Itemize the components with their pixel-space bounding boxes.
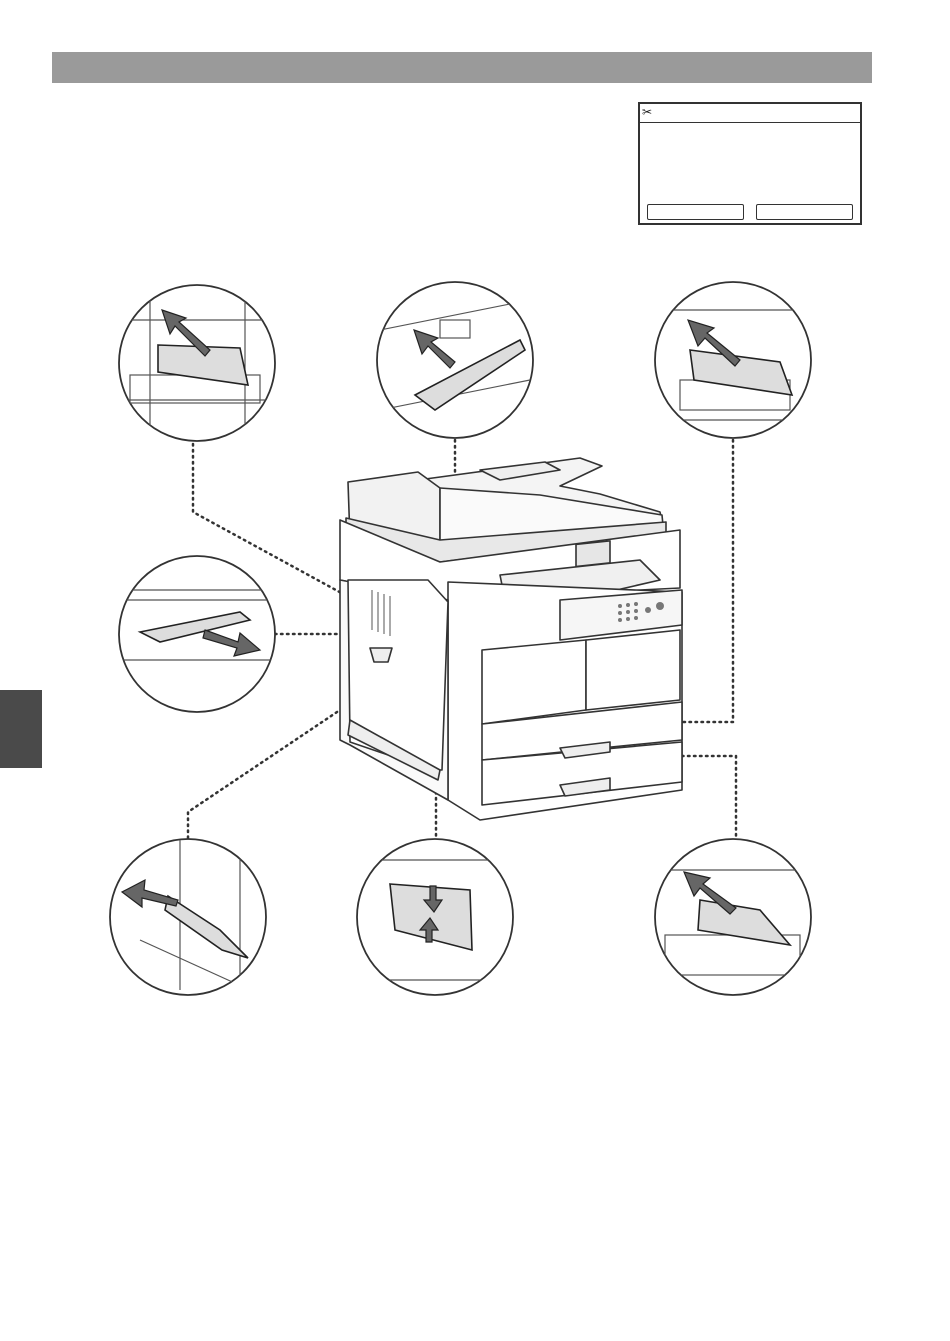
callout-upper-right: [650, 282, 820, 438]
callout-middle-left: [119, 556, 280, 712]
callout-bottom-center: [357, 839, 513, 995]
callout-feeder: [377, 282, 533, 438]
callout-bottom-left: [110, 839, 266, 995]
callout-bottom-right: [655, 839, 811, 995]
callout-upper-left: [119, 285, 280, 441]
printer: [340, 458, 682, 820]
